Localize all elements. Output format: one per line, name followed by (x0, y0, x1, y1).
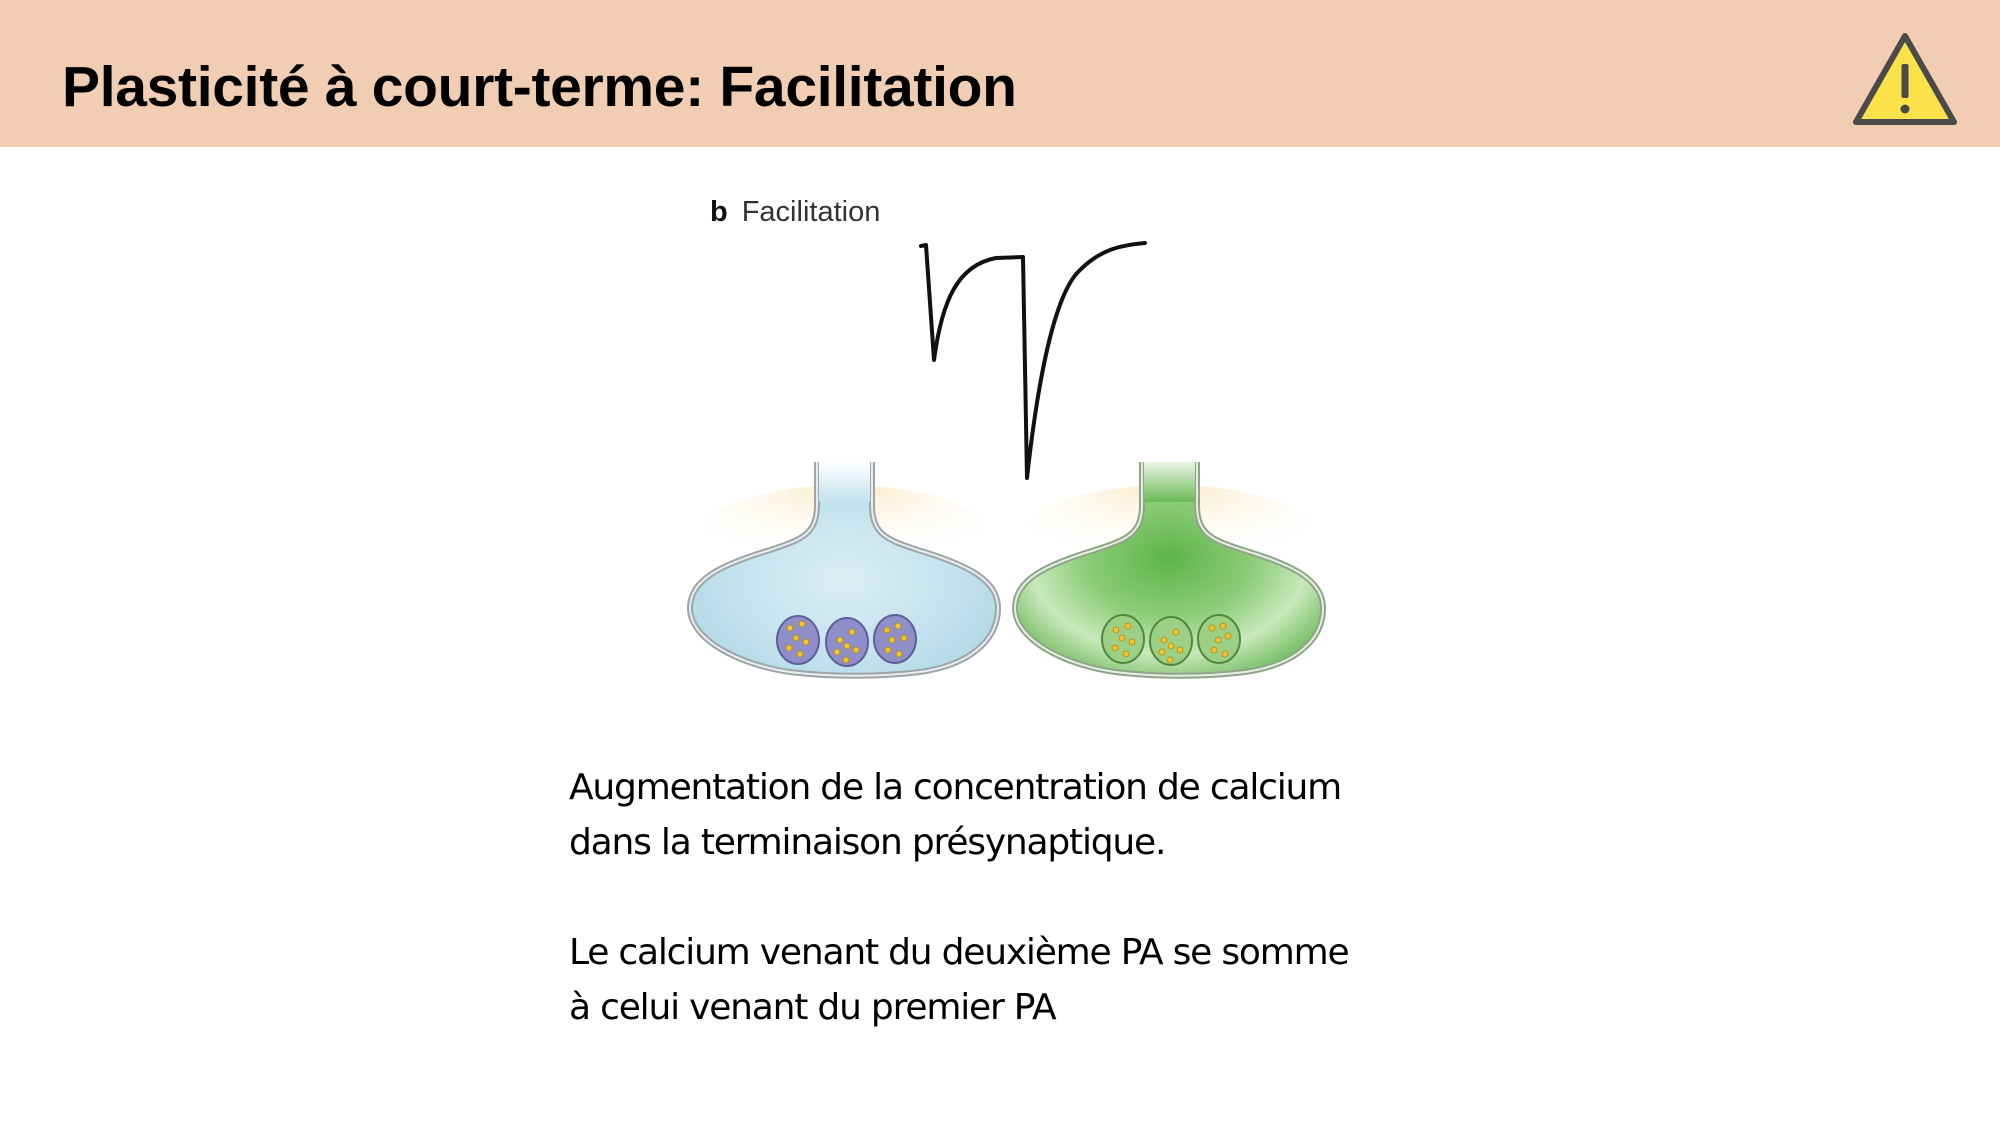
title-bar: Plasticité à court-terme: Facilitation (0, 0, 2000, 147)
synapse-diagram (686, 241, 1327, 679)
current-trace (919, 241, 1147, 480)
warning-icon (1853, 33, 1957, 125)
paragraph-line: Augmentation de la concentration de calc… (569, 767, 1342, 808)
panel-letter: b (710, 196, 728, 228)
paragraph-calcium-increase: Augmentation de la concentration de calc… (569, 760, 1469, 870)
paragraph-line: Le calcium venant du deuxième PA se somm… (569, 932, 1350, 973)
paragraph-line: à celui venant du premier PA (569, 987, 1057, 1028)
paragraph-calcium-summation: Le calcium venant du deuxième PA se somm… (569, 925, 1469, 1035)
paragraph-line: dans la terminaison présynaptique. (569, 822, 1166, 863)
second-presynaptic-terminal (1011, 462, 1327, 679)
panel-title: Facilitation (741, 196, 881, 228)
slide-title: Plasticité à court-terme: Facilitation (62, 55, 1017, 119)
first-presynaptic-terminal (686, 462, 1002, 679)
facilitation-figure: b Facilitation (680, 180, 1340, 750)
figure-label: b Facilitation (710, 196, 880, 229)
explanation-text: Augmentation de la concentration de calc… (569, 760, 1469, 1035)
